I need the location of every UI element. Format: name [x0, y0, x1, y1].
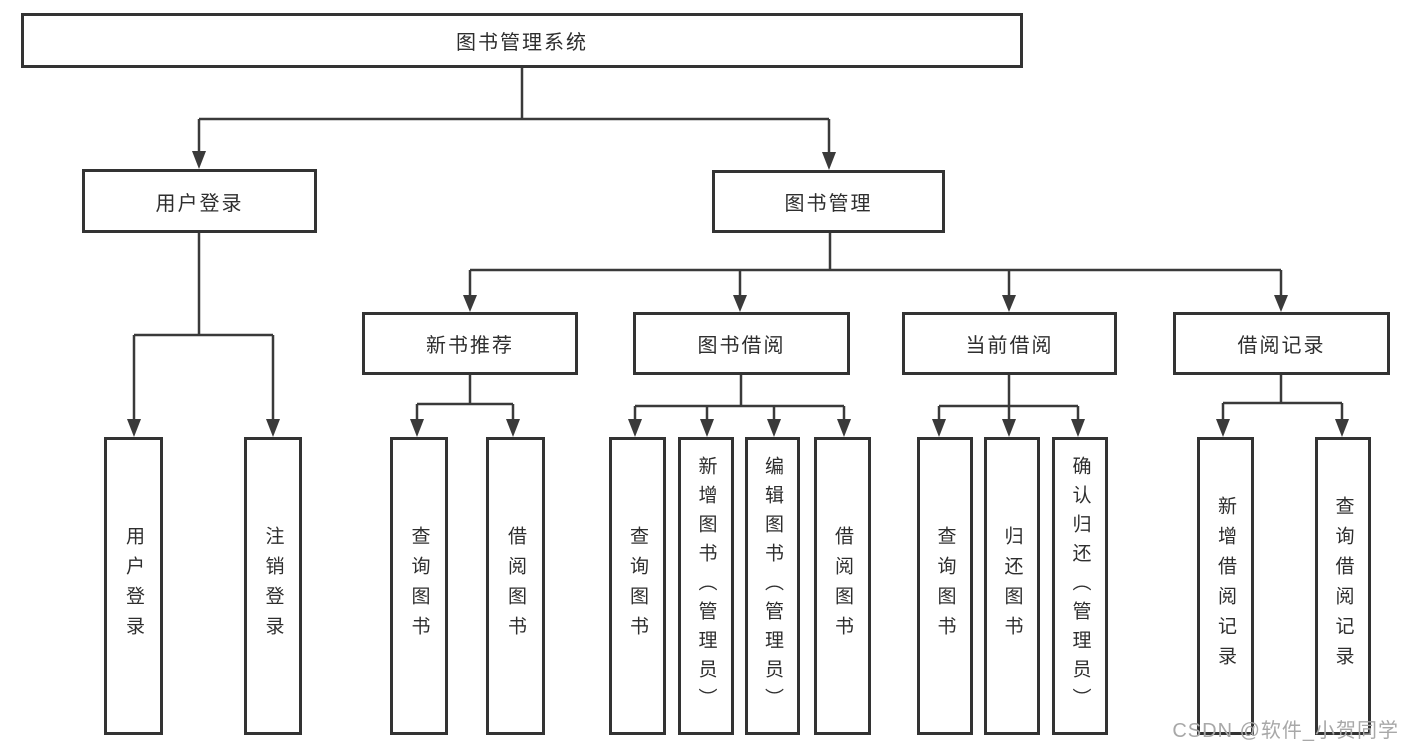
leaf-br-query-record: 查询借阅记录 [1315, 437, 1371, 735]
leaf-nbr-query-book: 查询图书 [390, 437, 448, 735]
leaf-cb-query-book-label: 查询图书 [934, 526, 956, 646]
node-new-book-recommend: 新书推荐 [362, 312, 578, 375]
node-current-borrowing: 当前借阅 [902, 312, 1117, 375]
node-user-login-label: 用户登录 [155, 192, 244, 215]
leaf-user-login: 用户登录 [104, 437, 163, 735]
leaf-nbr-borrow-book-label: 借阅图书 [505, 526, 526, 646]
leaf-cb-confirm-return-admin: 确认归还（管理员） [1052, 437, 1108, 735]
leaf-logout-login: 注销登录 [244, 437, 302, 735]
leaf-cb-query-book: 查询图书 [917, 437, 973, 735]
leaf-bb-add-book-admin-label: 新增图书（管理员） [695, 455, 717, 717]
leaf-br-add-record-label: 新增借阅记录 [1215, 496, 1236, 676]
node-book-management-label: 图书管理 [784, 193, 873, 215]
leaf-bb-query-book: 查询图书 [609, 437, 666, 735]
leaf-nbr-query-book-label: 查询图书 [408, 526, 430, 646]
leaf-bb-borrow-book: 借阅图书 [814, 437, 871, 735]
leaf-cb-confirm-return-admin-label: 确认归还（管理员） [1069, 455, 1091, 717]
leaf-br-query-record-label: 查询借阅记录 [1332, 496, 1354, 676]
leaf-bb-edit-book-admin: 编辑图书（管理员） [745, 437, 800, 735]
node-book-borrowing: 图书借阅 [633, 312, 850, 375]
node-borrowing-records: 借阅记录 [1173, 312, 1390, 375]
leaf-bb-query-book-label: 查询图书 [627, 526, 648, 646]
leaf-cb-return-book-label: 归还图书 [1001, 526, 1023, 646]
leaf-logout-login-label: 注销登录 [262, 526, 284, 646]
node-new-book-recommend-label: 新书推荐 [426, 335, 514, 357]
node-root: 图书管理系统 [21, 13, 1023, 68]
node-user-login: 用户登录 [82, 169, 317, 233]
leaf-cb-return-book: 归还图书 [984, 437, 1040, 735]
node-current-borrowing-label: 当前借阅 [965, 335, 1054, 357]
leaf-user-login-label: 用户登录 [123, 526, 144, 646]
connector-lines [132, 68, 1344, 420]
leaf-nbr-borrow-book: 借阅图书 [486, 437, 545, 735]
node-book-management: 图书管理 [712, 170, 945, 233]
leaf-bb-borrow-book-label: 借阅图书 [832, 526, 853, 646]
node-book-borrowing-label: 图书借阅 [697, 335, 786, 357]
leaf-bb-add-book-admin: 新增图书（管理员） [678, 437, 734, 735]
leaf-br-add-record: 新增借阅记录 [1197, 437, 1254, 735]
watermark: CSDN @软件_小贺同学 [1172, 720, 1399, 742]
leaf-bb-edit-book-admin-label: 编辑图书（管理员） [762, 455, 783, 717]
arrowhead-icons [127, 151, 1349, 437]
node-root-label: 图书管理系统 [456, 32, 588, 54]
node-borrowing-records-label: 借阅记录 [1237, 335, 1326, 357]
